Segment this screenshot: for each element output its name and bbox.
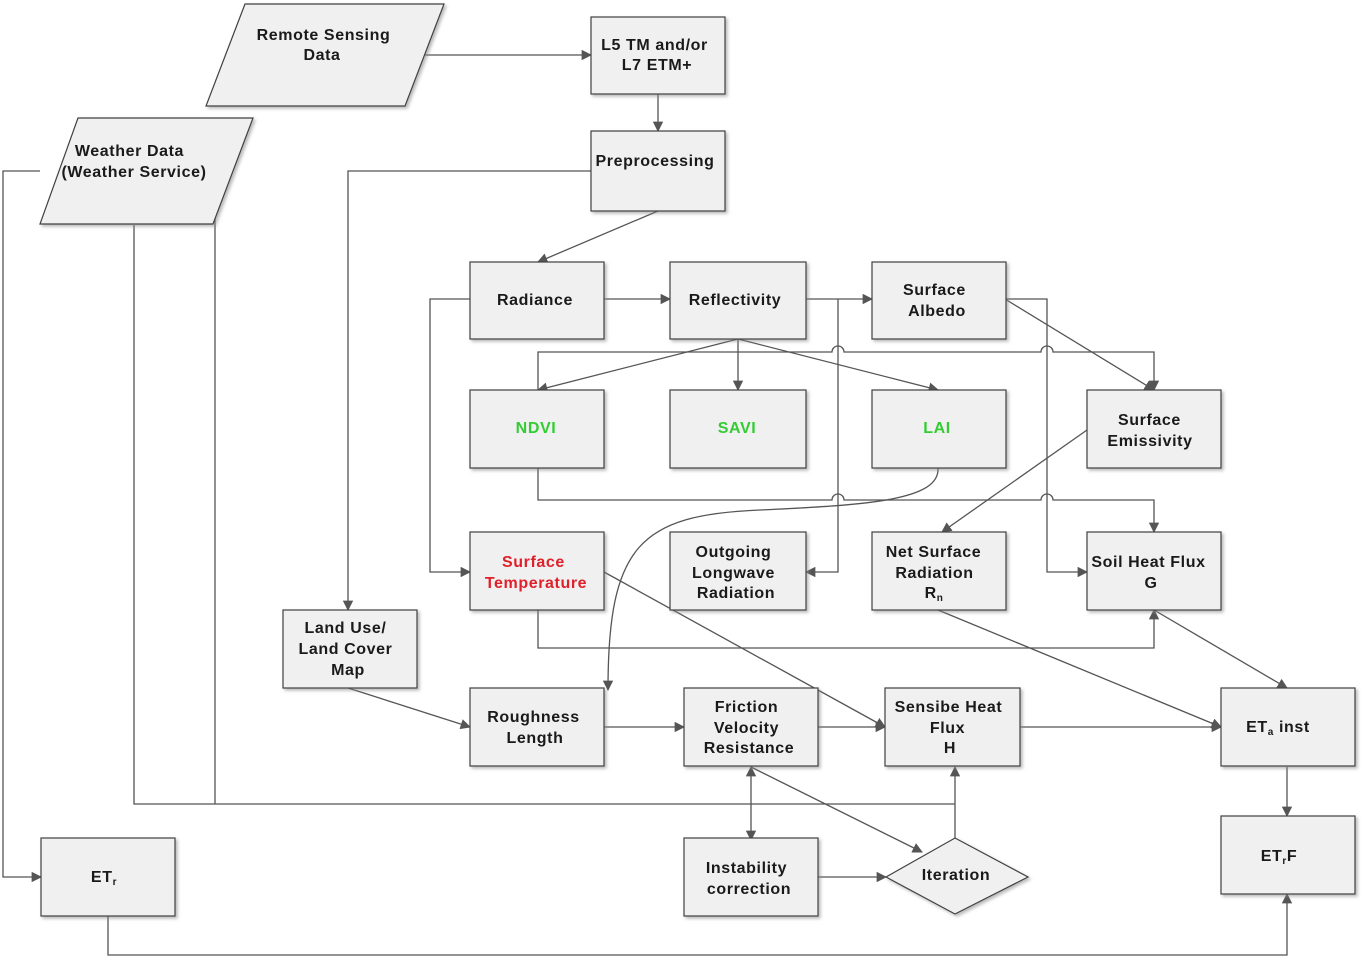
savi-shape	[669, 389, 807, 469]
etrf-shape	[1220, 815, 1356, 895]
roughness-length-shape	[469, 687, 605, 767]
edge-ndvi-to-soilheat	[537, 468, 1160, 534]
edge-preprocessing-to-landuse	[342, 170, 591, 612]
surface-albedo-label: Surface Albedo	[903, 282, 971, 320]
edge-ndvi-to-emissivity	[537, 345, 1160, 392]
connectors	[2, 49, 1293, 956]
etrf-label: ETrF	[1261, 848, 1298, 867]
net-surface-radiation-shape	[871, 531, 1007, 611]
soil-heat-flux-shape	[1086, 531, 1222, 611]
l5-tm-shape	[590, 16, 726, 95]
reflectivity-shape	[669, 261, 807, 340]
edge-lai-to-roughness	[602, 467, 939, 692]
surface-albedo-shape	[871, 261, 1007, 340]
friction-velocity-label: Friction Velocity Resistance	[704, 699, 795, 757]
outgoing-longwave-shape	[669, 531, 807, 611]
ndvi-shape	[469, 389, 605, 469]
ndvi-label: NDVI	[516, 420, 557, 437]
etr-shape	[40, 837, 176, 917]
edge-soilheat-to-eta	[1153, 609, 1288, 689]
radiance-shape	[469, 261, 605, 340]
sensible-heat-flux-label: Sensibe Heat Flux H	[895, 699, 1008, 757]
radiance-label: Radiance	[497, 292, 573, 309]
savi-label: SAVI	[718, 420, 757, 437]
reflectivity-label: Reflectivity	[689, 292, 782, 309]
edge-reflectivity-to-ndvi	[536, 338, 739, 393]
eta-inst-shape	[1220, 687, 1356, 767]
friction-velocity-shape	[683, 687, 819, 767]
surface-temperature-shape	[469, 531, 605, 611]
lai-shape	[871, 389, 1007, 469]
land-use-label: Land Use/ Land Cover Map	[298, 620, 397, 679]
weather-data-shape	[39, 117, 254, 225]
edge-albedo-to-emissivity	[1004, 298, 1155, 391]
edge-surfacetemp-to-sensibleheat	[603, 571, 886, 728]
etr-label: ETr	[91, 869, 117, 888]
outgoing-longwave-label: Outgoing Longwave Radiation	[692, 544, 780, 602]
iteration-shape	[884, 837, 1030, 915]
iteration-label: Iteration	[922, 867, 991, 884]
net-surface-radiation-label: Net Surface Radiation Rn	[886, 544, 987, 604]
edge-surfacetemp-to-soilheat	[537, 608, 1160, 649]
edge-landuse-to-roughness	[347, 687, 471, 730]
edge-emissivity-to-netradiation	[941, 429, 1088, 533]
preprocessing-shape	[590, 130, 726, 212]
edge-friction-to-iteration	[750, 766, 923, 853]
remote-sensing-label: Remote Sensing Data	[257, 27, 396, 64]
surface-emissivity-shape	[1086, 389, 1222, 469]
lai-label: LAI	[923, 420, 951, 437]
l5-tm-label: L5 TM and/or L7 ETM+	[601, 37, 713, 74]
preprocessing-label: Preprocessing	[596, 153, 715, 170]
instability-correction-label: Instability correction	[706, 860, 792, 898]
edge-albedo-to-soilheat	[1005, 298, 1089, 578]
surface-temperature-label: Surface Temperature	[485, 554, 587, 592]
edge-to-outgoing-longwave	[804, 299, 839, 578]
edge-preprocessing-to-radiance	[537, 210, 659, 264]
labels: Remote Sensing Data Weather Data (Weathe…	[61, 27, 1309, 898]
surface-emissivity-label: Surface Emissivity	[1107, 412, 1192, 450]
roughness-length-label: Roughness Length	[487, 709, 585, 747]
sensible-heat-flux-shape	[884, 687, 1021, 767]
edge-netradiation-to-eta	[937, 609, 1222, 729]
edge-weather-to-etr	[2, 170, 43, 883]
eta-inst-label: ETa inst	[1246, 719, 1310, 738]
land-use-shape	[282, 609, 418, 689]
weather-data-label: Weather Data (Weather Service)	[61, 143, 206, 181]
nodes	[39, 3, 1356, 917]
remote-sensing-shape	[205, 3, 445, 107]
edge-radiance-to-surfacetemp	[429, 298, 472, 578]
edge-etr-to-etrf	[107, 892, 1293, 956]
instability-correction-shape	[683, 837, 819, 917]
soil-heat-flux-label: Soil Heat Flux G	[1091, 554, 1210, 592]
edge-weather-bus-1	[133, 225, 955, 805]
